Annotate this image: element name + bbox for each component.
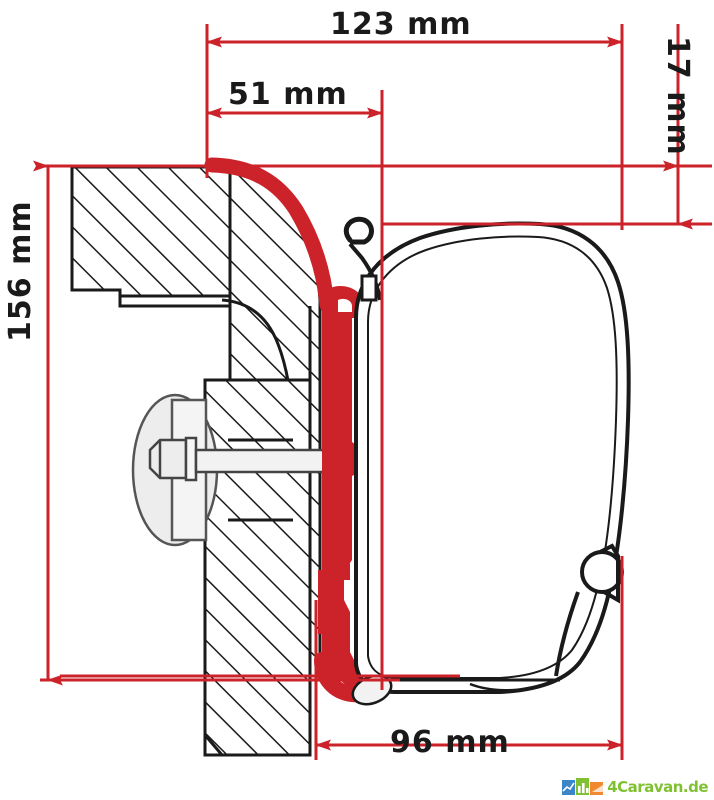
awning-case-inner-line (367, 235, 618, 679)
wall-bottom-chamfer (203, 734, 224, 756)
dimension-label-156mm: 156 mm (3, 200, 38, 342)
watermark-logo-icon (562, 778, 604, 795)
watermark-main: 4Caravan (607, 777, 683, 796)
dimension-label-51mm: 51 mm (228, 77, 348, 112)
vehicle-wall-section (70, 165, 322, 757)
lead-rail-arm (599, 543, 620, 604)
adapter-stem-upper (322, 312, 350, 580)
watermark: 4Caravan.de (562, 777, 709, 796)
wall-slab (203, 378, 312, 757)
dimension-label-96mm: 96 mm (390, 725, 510, 760)
case-top-c-hook (343, 216, 374, 245)
hex-nut (148, 438, 188, 480)
awning-case (343, 216, 631, 706)
case-right-fold (554, 591, 580, 677)
case-bottom-detail (469, 682, 541, 692)
dimension-annotations (33, 24, 712, 760)
adapter-top-hook (322, 286, 363, 318)
awning-case-outline (354, 221, 631, 694)
washer (184, 436, 198, 482)
watermark-text: 4Caravan.de (607, 777, 709, 796)
roof-lining-step (118, 294, 232, 308)
watermark-suffix: .de (682, 777, 709, 796)
bolt-shank (194, 448, 333, 474)
case-hook-plate (360, 274, 378, 302)
roof-slab (70, 165, 232, 300)
dimension-label-17mm: 17 mm (660, 36, 695, 156)
adapter-upper-curve (204, 157, 335, 313)
dimension-label-123mm: 123 mm (330, 7, 472, 42)
